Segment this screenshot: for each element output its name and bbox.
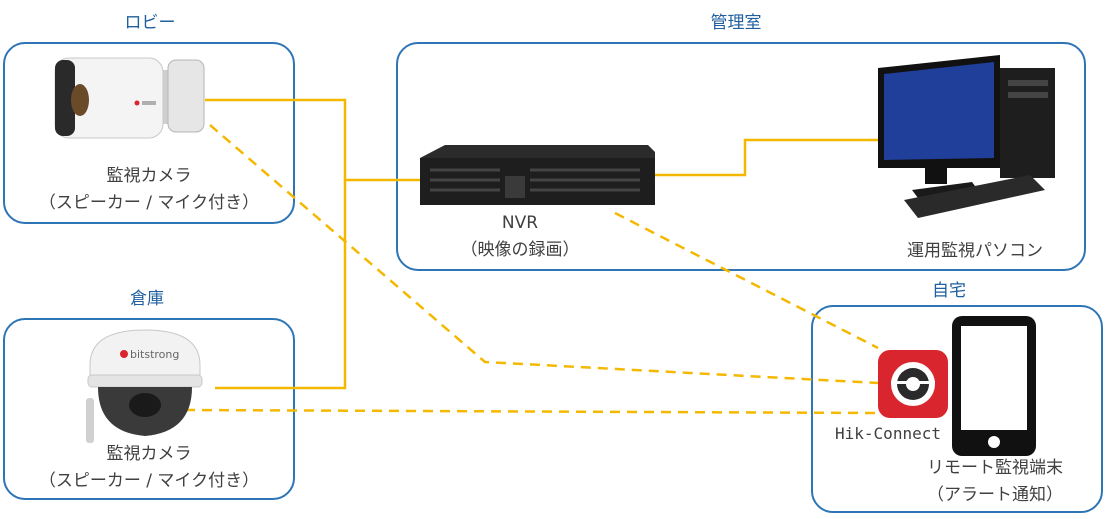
hik-connect-label: Hik-Connect <box>835 424 941 443</box>
lobby-zone-title: ロビー <box>124 13 176 33</box>
lobby-zone <box>3 42 295 224</box>
office-zone-title: 管理室 <box>710 13 762 33</box>
hik-connect-app-icon <box>878 350 948 418</box>
lobby-camera-remote-link <box>209 124 879 385</box>
storage-zone-title: 倉庫 <box>130 289 164 309</box>
pc-label: 運用監視パソコン <box>907 241 1043 261</box>
nvr-remote-link <box>614 211 879 350</box>
office-zone <box>396 42 1086 271</box>
storage-camera-icon: bitstrong <box>86 329 203 443</box>
nvr-icon <box>420 145 655 205</box>
lobby-camera-subtitle: （スピーカー / マイク付き） <box>38 193 260 213</box>
storage-camera-remote-link <box>184 408 879 415</box>
storage-camera-wire <box>215 180 347 390</box>
nvr-title: NVR <box>501 213 539 233</box>
camera-brand-text: bitstrong <box>130 348 179 361</box>
home-zone <box>811 305 1103 513</box>
pc-icon <box>878 55 1055 218</box>
remote-connections <box>184 124 879 415</box>
remote-terminal-subtitle: （アラート通知） <box>927 485 1063 505</box>
wired-connections <box>205 98 878 390</box>
smartphone-icon <box>952 316 1036 456</box>
nvr-pc-wire <box>655 138 878 177</box>
storage-zone <box>3 318 295 500</box>
lobby-camera-wire <box>205 98 420 182</box>
lobby-camera-icon <box>54 57 205 139</box>
storage-camera-label: 監視カメラ （スピーカー / マイク付き） <box>3 441 295 495</box>
remote-terminal-title: リモート監視端末 <box>927 458 1063 478</box>
remote-terminal-label: リモート監視端末 （アラート通知） <box>905 455 1085 509</box>
nvr-subtitle: （映像の録画） <box>460 240 580 260</box>
lobby-camera-title: 監視カメラ <box>106 166 192 186</box>
storage-camera-subtitle: （スピーカー / マイク付き） <box>38 471 260 491</box>
home-zone-title: 自宅 <box>932 281 966 301</box>
storage-camera-title: 監視カメラ <box>106 444 192 464</box>
lobby-camera-label: 監視カメラ （スピーカー / マイク付き） <box>3 163 295 217</box>
nvr-label: NVR （映像の録画） <box>440 210 600 264</box>
